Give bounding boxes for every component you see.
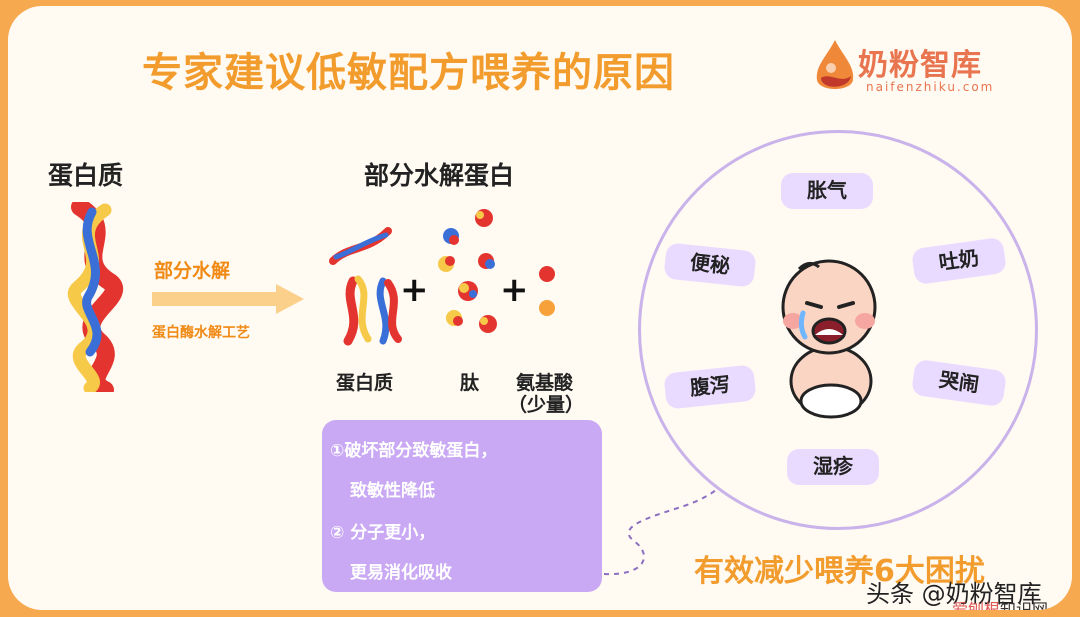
- page-title: 专家建议低敏配方喂养的原因: [142, 50, 675, 96]
- plus-sign-2: +: [500, 270, 529, 310]
- problems-circle: 胀气 吐奶 哭闹 湿疹 腹泻 便秘: [638, 130, 1038, 530]
- crying-baby-illustration: [781, 259, 877, 419]
- bottom-title: 有效减少喂养6大困扰: [694, 554, 985, 589]
- note-line-2: 致敏性降低: [350, 481, 435, 501]
- note-line-1: ①破坏部分致敏蛋白，: [330, 441, 498, 461]
- fragment-label-amino-acid: 氨基酸: [516, 372, 574, 394]
- right-arrow-icon: [152, 284, 304, 314]
- watermark-line-2: 爱刨根知识网: [952, 596, 1048, 610]
- problem-bloating: 胀气: [781, 173, 873, 209]
- watermark-part-a: 爱刨根: [952, 600, 1001, 610]
- problem-crying: 哭闹: [910, 358, 1008, 408]
- problem-eczema: 湿疹: [787, 449, 879, 485]
- protein-helix-illustration: [67, 202, 123, 392]
- problem-spit-up: 吐奶: [910, 236, 1008, 286]
- fragment-sub-amino-acid: （少量）: [508, 394, 585, 416]
- amino-acid-illustration: [539, 266, 555, 316]
- arrow-top-label: 部分水解: [154, 260, 231, 282]
- fragment-label-peptide: 肽: [460, 372, 480, 394]
- protein-label: 蛋白质: [48, 161, 124, 190]
- problem-diarrhea: 腹泻: [663, 364, 757, 410]
- watermark-part-b: 知识网: [1000, 600, 1049, 610]
- benefit-note: ①破坏部分致敏蛋白， 致敏性降低 ② 分子更小， 更易消化吸收: [322, 420, 602, 592]
- arrow-bottom-label: 蛋白酶水解工艺: [152, 325, 250, 341]
- logo-domain: naifenzhiku.com: [866, 80, 995, 94]
- problem-constipation: 便秘: [663, 242, 757, 288]
- note-line-3: ② 分子更小，: [330, 523, 436, 543]
- fragment-label-protein: 蛋白质: [336, 372, 394, 394]
- hydrolysis-heading: 部分水解蛋白: [364, 161, 515, 190]
- milk-drop-icon: [816, 40, 854, 89]
- protein-fragment-illustration: [329, 227, 402, 346]
- logo-text: 奶粉智库: [858, 48, 982, 83]
- watermark-line-1: 头条 @奶粉智库: [866, 580, 1042, 608]
- plus-sign-1: +: [400, 270, 429, 310]
- peptide-cluster-illustration: [438, 209, 497, 333]
- note-line-4: 更易消化吸收: [350, 563, 452, 583]
- infographic-card: 专家建议低敏配方喂养的原因 奶粉智库 naifenzhiku.com 蛋白质 部…: [8, 6, 1072, 610]
